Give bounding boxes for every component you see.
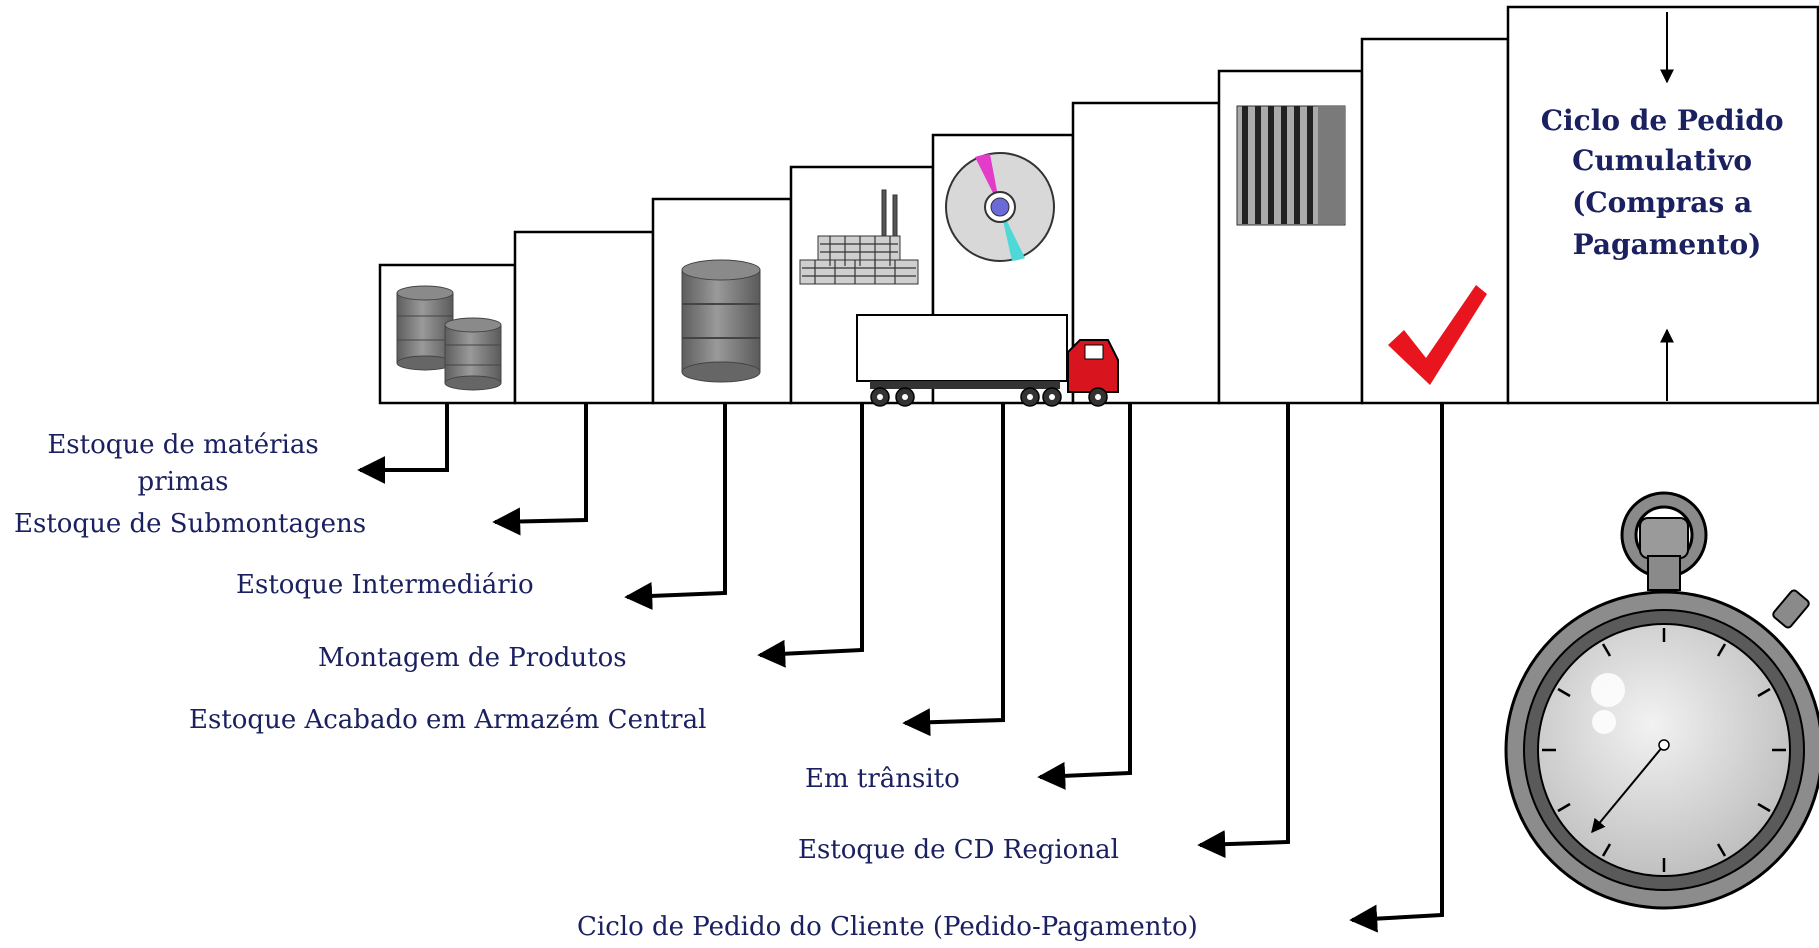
stopwatch-icon: [1504, 491, 1819, 910]
label-customer-cycle: Ciclo de Pedido do Cliente (Pedido-Pagam…: [577, 912, 1198, 942]
step-box-customer-cycle: [1360, 37, 1510, 405]
label-subassemblies: Estoque de Submontagens: [14, 509, 366, 539]
label-raw-materials-1: Estoque de matérias: [47, 430, 318, 460]
label-assembly: Montagem de Produtos: [318, 643, 627, 673]
building-icon: [1236, 105, 1346, 226]
step-labels: Estoque de matérias primas Estoque de Su…: [14, 430, 1198, 942]
step-box-subassemblies: [513, 230, 655, 405]
truck-icon: [856, 314, 1119, 407]
checkmark-icon: [1388, 285, 1487, 385]
drum-stack-icon: [396, 285, 502, 391]
label-in-transit: Em trânsito: [805, 764, 960, 794]
cumulative-title: Ciclo de Pedido Cumulativo (Compras a Pa…: [1541, 104, 1794, 261]
label-central-warehouse: Estoque Acabado em Armazém Central: [189, 705, 706, 735]
connectors: [357, 403, 1444, 933]
factory-icon: [799, 189, 919, 285]
cd-disc-icon: [945, 152, 1055, 262]
label-intermediate: Estoque Intermediário: [236, 570, 534, 600]
drum-icon: [681, 259, 761, 383]
label-raw-materials-2: primas: [138, 467, 229, 497]
label-regional-dc: Estoque de CD Regional: [798, 835, 1119, 865]
